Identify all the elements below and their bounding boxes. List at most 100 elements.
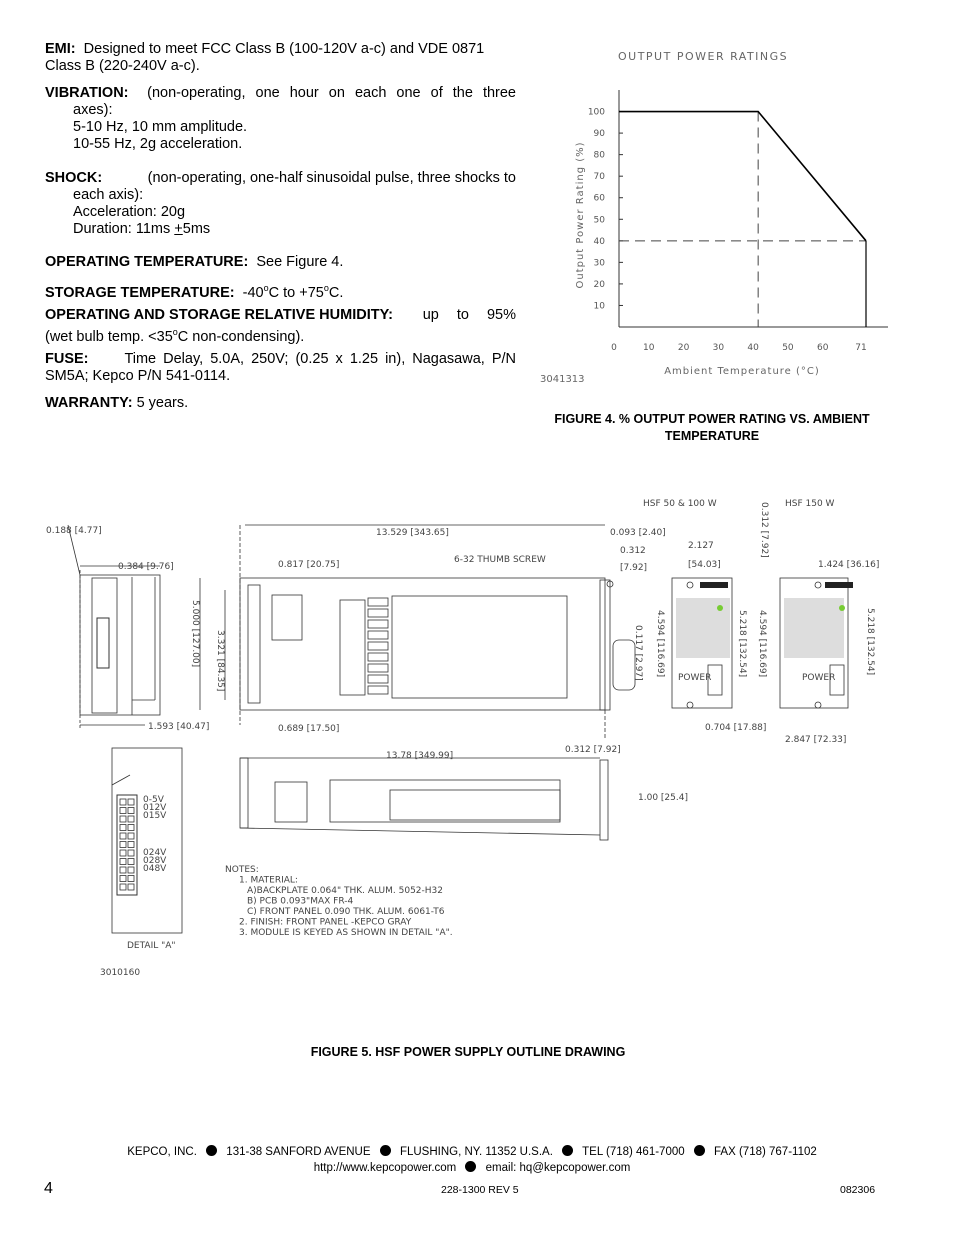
dim-3321: 3.321 [84.35] — [215, 630, 225, 691]
x-tick-label: 20 — [678, 343, 690, 353]
dim-1378: 13.78 [349.99] — [386, 751, 453, 761]
figure5-caption: FIGURE 5. HSF POWER SUPPLY OUTLINE DRAWI… — [0, 1045, 936, 1059]
spec-operating-temp: OPERATING TEMPERATURE: See Figure 4. — [45, 254, 516, 271]
humidity-text: up to 95% — [422, 307, 516, 323]
dim-0312a: 0.312 — [620, 546, 646, 556]
humidity-label: OPERATING AND STORAGE RELATIVE HUMIDITY: — [45, 307, 394, 323]
dim-13529: 13.529 [343.65] — [376, 528, 449, 538]
pin-cell — [119, 841, 127, 848]
shock-l2: each axis): — [73, 187, 144, 203]
figure4-caption-line2: TEMPERATURE — [664, 429, 760, 443]
pin-label: 024V — [143, 848, 167, 858]
spec-vibration: VIBRATION:(non-operating, one hour on ea… — [45, 85, 516, 153]
dim-0689: 0.689 [17.50] — [278, 724, 339, 734]
y-tick-label: 100 — [588, 108, 605, 118]
shock-l3: Acceleration: 20g — [73, 204, 186, 220]
hsf-50-100-label: HSF 50 & 100 W — [643, 499, 717, 509]
y-tick-label: 40 — [594, 237, 606, 247]
x-tick-label: 30 — [713, 343, 725, 353]
fuse-label: FUSE: — [45, 351, 89, 367]
note-line: NOTES: — [225, 865, 259, 875]
pin-cell — [127, 875, 135, 882]
footer-company: KEPCO, INC. — [127, 1146, 197, 1158]
bullet-icon — [562, 1145, 574, 1156]
pin-cell — [127, 849, 135, 857]
dim-0312c: 0.312 [7.92] — [759, 502, 769, 558]
figure5-caption-text: FIGURE 5. HSF POWER SUPPLY OUTLINE DRAWI… — [310, 1045, 626, 1059]
heatsink-fin — [367, 641, 389, 651]
y-tick-label: 10 — [594, 301, 606, 311]
heatsink-fin — [367, 597, 389, 607]
figure4-caption-line1: FIGURE 4. % OUTPUT POWER RATING VS. AMBI… — [554, 412, 870, 426]
footer-website-link[interactable]: http://www.kepcopower.com — [313, 1162, 457, 1174]
warranty-text: 5 years. — [136, 395, 189, 411]
footer-address: KEPCO, INC. 131-38 SANFORD AVENUE FLUSHI… — [0, 1145, 949, 1158]
pin-cell — [119, 807, 127, 814]
dim-2127: 2.127 — [688, 541, 714, 551]
vibration-l3: 5-10 Hz, 10 mm amplitude. — [73, 119, 248, 135]
vibration-l4: 10-55 Hz, 2g acceleration. — [73, 136, 243, 152]
dim-4594a: 4.594 [116.69] — [655, 610, 665, 677]
dim-0188: 0.188 [4.77] — [46, 526, 102, 536]
dim-0817: 0.817 [20.75] — [278, 560, 339, 570]
spec-storage-temp: STORAGE TEMPERATURE: -40oC to +75oC. — [45, 283, 344, 301]
dim-4594b: 4.594 [116.69] — [757, 610, 767, 677]
pin-cell — [127, 883, 135, 891]
spec-emi: EMI: Designed to meet FCC Class B (100-1… — [45, 41, 516, 75]
pin-cell — [127, 832, 135, 840]
vibration-text: (non-operating, one hour on each one of … — [147, 85, 516, 101]
heatsink-fin — [367, 619, 389, 629]
bullet-icon — [693, 1145, 705, 1156]
heatsink-fin — [367, 630, 389, 640]
pin-cell — [119, 798, 127, 806]
heatsink-fin — [367, 608, 389, 618]
dim-0117: 0.117 [2.97] — [633, 625, 643, 681]
dim-0093: 0.093 [2.40] — [610, 528, 666, 538]
front-panel-hsf-150: POWER — [779, 577, 853, 709]
x-tick-label: 0 — [611, 343, 617, 353]
pin-cell — [119, 815, 127, 823]
power-label-2: POWER — [802, 673, 835, 683]
spec-fuse: FUSE:Time Delay, 5.0A, 250V; (0.25 x 1.2… — [45, 351, 516, 385]
page-number: 4 — [44, 1180, 53, 1197]
vibration-l2: axes): — [73, 102, 113, 118]
pin-label: 0-5V — [143, 795, 165, 805]
x-tick-label: 50 — [782, 343, 794, 353]
footer-street: 131-38 SANFORD AVENUE — [226, 1146, 371, 1158]
dim-5000: 5.000 [127.00] — [190, 600, 200, 667]
y-tick-label: 20 — [594, 280, 606, 290]
dim-2847: 2.847 [72.33] — [785, 735, 846, 745]
pin-cell — [127, 815, 135, 823]
spec-humidity: OPERATING AND STORAGE RELATIVE HUMIDITY:… — [45, 307, 516, 346]
pin-cell — [127, 824, 135, 831]
heatsink-fin — [367, 663, 389, 673]
y-tick-label: 30 — [594, 258, 606, 268]
series-line — [619, 110, 867, 242]
emi-text: Designed to meet FCC Class B (100-120V a… — [83, 41, 485, 57]
footer-fax: FAX (718) 767-1102 — [714, 1146, 817, 1158]
emi-label: EMI: — [45, 41, 76, 57]
heatsink-fin — [367, 674, 389, 684]
chart-xlabel: Ambient Temperature (°C) — [664, 366, 820, 377]
footer-email-link[interactable]: email: hq@kepcopower.com — [485, 1162, 631, 1174]
detail-a-label: DETAIL "A" — [127, 941, 176, 951]
board-top-view — [239, 524, 636, 740]
pin-label: 048V — [143, 864, 167, 874]
figure4-caption: FIGURE 4. % OUTPUT POWER RATING VS. AMBI… — [530, 411, 894, 445]
pin-cell — [127, 858, 135, 865]
doc-date: 082306 — [840, 1184, 876, 1196]
pin-label: 015V — [143, 811, 167, 821]
dim-0312a-mm: [7.92] — [620, 563, 647, 573]
shock-text: (non-operating, one-half sinusoidal puls… — [147, 170, 516, 186]
x-tick-label: 40 — [747, 343, 759, 353]
power-rating-chart: OUTPUT POWER RATINGS Output Power Rating… — [540, 50, 888, 385]
notes-block: NOTES:1. MATERIAL:A)BACKPLATE 0.064" THK… — [225, 865, 453, 938]
hsf-150-label: HSF 150 W — [785, 499, 835, 509]
dim-0704: 0.704 [17.88] — [705, 723, 766, 733]
footer-web: http://www.kepcopower.com email: hq@kepc… — [0, 1161, 949, 1174]
dim-0312b: 0.312 [7.92] — [565, 745, 621, 755]
chart-ylabel: Output Power Rating (%) — [575, 141, 586, 288]
note-line: 1. MATERIAL: — [239, 876, 298, 886]
thumb-screw-label: 6-32 THUMB SCREW — [454, 555, 546, 565]
power-label-1: POWER — [678, 673, 711, 683]
